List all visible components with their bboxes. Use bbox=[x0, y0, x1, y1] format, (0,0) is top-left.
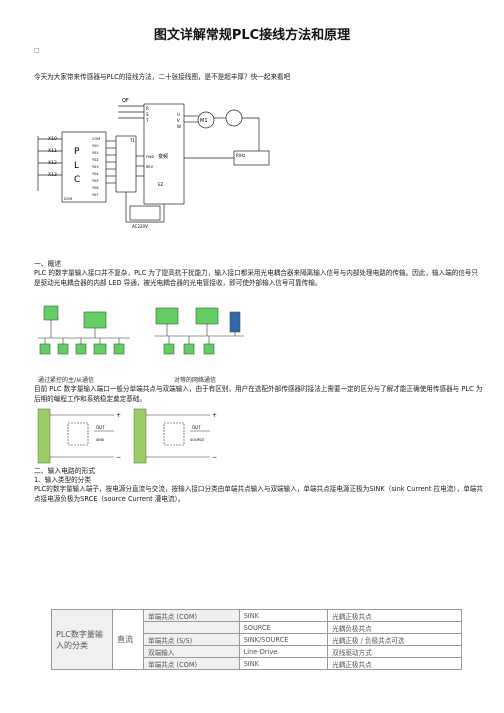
table-cell: SINK bbox=[238, 609, 329, 622]
rev-label: REV bbox=[146, 165, 154, 169]
master-slave-caption: 通过紧控的主/从通信 bbox=[38, 376, 94, 384]
x12-label: X12 bbox=[48, 160, 57, 166]
input-classification-table: PLC数字量输入的分类 直流 单端共点 (COM) SINK 光耦正极共点 SO… bbox=[51, 609, 462, 670]
table-cell: Line-Drive bbox=[238, 645, 329, 658]
intro-paragraph: 今天为大家带来传感器与PLC的接线方法，二十张接线图，是不是超丰厚？快一起来看吧 bbox=[34, 73, 291, 81]
plc-c-letter: C bbox=[74, 175, 80, 185]
section2-body: PLC的数字量输入端子，按电源分直流与交流，按输入接口分类由单端共点输入与双端输… bbox=[34, 485, 483, 503]
ez-label: EZ bbox=[158, 182, 164, 187]
out-label-1: OUT bbox=[96, 425, 105, 430]
table-cell: 光耦正极 / 负极共点可选 bbox=[327, 633, 462, 646]
page-title: 图文详解常规PLC接线方法和原理 bbox=[153, 28, 351, 43]
qf-label: QF bbox=[122, 98, 129, 104]
paragraph-2: 目前 PLC 数字量输入端口一般分单端共点与双端输入，由于有区别，用户在选配外部… bbox=[34, 385, 483, 403]
s-label: S bbox=[146, 112, 149, 117]
out-label-2: OUT bbox=[192, 425, 201, 430]
sink-label: SINK bbox=[96, 438, 105, 442]
t-label: T bbox=[145, 118, 149, 123]
sink-source-circuit-diagram: + − OUT SINK + − OUT SOURCE bbox=[34, 405, 224, 467]
plc-p-letter: P bbox=[74, 147, 80, 157]
v-label: V bbox=[177, 118, 180, 123]
t1-label: T1 bbox=[129, 138, 135, 143]
rhz-label: R/Hz bbox=[236, 153, 245, 158]
ac-label: AC220V bbox=[132, 224, 148, 229]
section2-subheading: 1、输入类型的分类 bbox=[34, 476, 91, 484]
u-label: U bbox=[177, 112, 180, 117]
table-row: 双端输入 bbox=[143, 645, 240, 658]
plus-2: + bbox=[212, 412, 217, 419]
table-cell: SINK/SOURCE bbox=[238, 633, 329, 646]
table-cell: SOURCE bbox=[238, 621, 329, 634]
table-cell: 双线驱动方式 bbox=[327, 645, 462, 658]
x10-label: X10 bbox=[48, 136, 57, 142]
table-row bbox=[143, 621, 240, 634]
y07-label: Y07 bbox=[92, 193, 99, 197]
source-label: SOURCE bbox=[190, 438, 204, 442]
section1-body: PLC 的数字量输入接口并不复杂，PLC 为了提高抗干扰能力，输入接口都采用光电… bbox=[34, 269, 479, 287]
y04-label: Y04 bbox=[92, 172, 99, 176]
dcm-label: DCM bbox=[64, 197, 72, 201]
section2-heading: 二、输入电路的形式 bbox=[34, 467, 96, 475]
bullet-mark: □ bbox=[34, 47, 40, 54]
table-cell: 光耦正极共点 bbox=[327, 609, 462, 622]
y06-label: Y06 bbox=[92, 186, 99, 190]
table-cell: SINK bbox=[238, 657, 329, 670]
inverter-label: 变频 bbox=[158, 153, 168, 160]
table-group-cell: PLC数字量输入的分类 bbox=[51, 609, 113, 670]
minus-1: − bbox=[116, 454, 121, 461]
table-row: 单端共点 (COM) bbox=[143, 609, 240, 622]
x13-label: X13 bbox=[48, 172, 57, 178]
y02-label: Y02 bbox=[92, 158, 99, 162]
com-label: COM bbox=[92, 137, 100, 141]
fwd-label: FWD bbox=[146, 155, 154, 159]
y01-label: Y01 bbox=[92, 151, 99, 155]
section1-heading: 一、概述 bbox=[34, 260, 62, 268]
plus-1: + bbox=[116, 412, 121, 419]
peer-network-caption: 对等的网络通信 bbox=[174, 376, 216, 384]
table-cell: 光耦正极共点 bbox=[327, 657, 462, 670]
x11-label: X11 bbox=[48, 148, 57, 154]
m1-label: M1 bbox=[200, 118, 208, 124]
minus-2: − bbox=[212, 454, 217, 461]
y00-label: Y00 bbox=[92, 144, 99, 148]
y03-label: Y03 bbox=[92, 165, 99, 169]
table-row: 单端共点 (COM) bbox=[143, 657, 240, 670]
r-label: R bbox=[146, 106, 149, 111]
y05-label: Y05 bbox=[92, 179, 99, 183]
table-dc-cell: 直流 bbox=[112, 609, 144, 670]
table-cell: 光耦负极共点 bbox=[327, 621, 462, 634]
plc-l-letter: L bbox=[74, 161, 79, 171]
network-diagram-master-slave: 通过紧控的主/从通信 对等的网络通信 bbox=[34, 300, 254, 386]
plc-wiring-diagram: QF X10 X11 X12 X13 P L C COM Y00 Y01 Y02… bbox=[34, 96, 274, 236]
table-row: 单端共点 (S/S) bbox=[143, 633, 240, 646]
w-label: W bbox=[177, 124, 181, 129]
